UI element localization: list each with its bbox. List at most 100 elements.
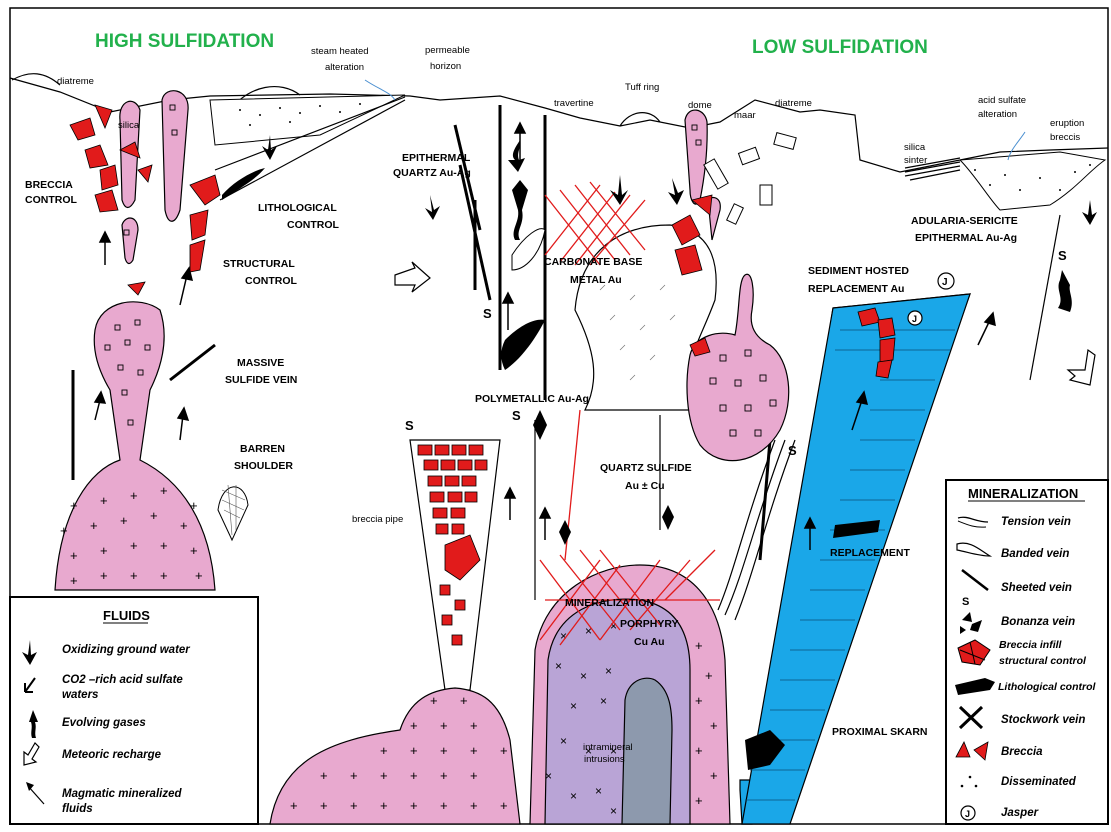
low-sulfidation-title: LOW SULFIDATION	[752, 37, 928, 58]
svg-text:+: +	[470, 718, 478, 733]
svg-text:+: +	[70, 548, 78, 563]
svg-text:+: +	[695, 793, 703, 808]
label-maar: maar	[734, 110, 756, 121]
breccia-control-fragments	[70, 105, 220, 295]
svg-text:+: +	[440, 798, 448, 813]
label-sediment-hosted: SEDIMENT HOSTED	[808, 265, 909, 277]
label-steam-heated: steam heated	[311, 46, 369, 57]
svg-text:EPITHERMAL Au-Ag: EPITHERMAL Au-Ag	[915, 232, 1017, 244]
label-intramineral: intramineral	[583, 742, 633, 753]
svg-text:S: S	[512, 408, 521, 423]
svg-text:×: ×	[545, 769, 552, 783]
svg-text:Stockwork vein: Stockwork vein	[1001, 714, 1085, 726]
label-proximal-skarn: PROXIMAL SKARN	[832, 726, 927, 738]
svg-text:S: S	[962, 596, 969, 608]
svg-text:+: +	[130, 488, 138, 503]
svg-text:+: +	[695, 743, 703, 758]
svg-text:horizon: horizon	[430, 61, 461, 72]
downward-fluid-arrows	[262, 135, 1097, 225]
high-sulfidation-title: HIGH SULFIDATION	[95, 31, 274, 52]
svg-text:+: +	[100, 493, 108, 508]
svg-text:+: +	[380, 798, 388, 813]
svg-text:+: +	[190, 498, 198, 513]
svg-text:S: S	[1058, 248, 1067, 263]
svg-text:J: J	[942, 277, 948, 288]
svg-text:Meteoric recharge: Meteoric recharge	[62, 749, 162, 761]
label-porphyry: PORPHYRY	[620, 618, 679, 630]
label-massive-sulfide: MASSIVE	[237, 357, 284, 369]
eruption-breccia-zone	[960, 152, 1105, 210]
svg-text:+: +	[350, 798, 358, 813]
svg-text:Breccia infill: Breccia infill	[999, 639, 1063, 651]
svg-text:+: +	[410, 798, 418, 813]
label-acid-sulfate: acid sulfate	[978, 95, 1026, 106]
lithological-lens-left	[222, 168, 265, 200]
svg-text:CONTROL: CONTROL	[245, 275, 297, 287]
center-lower-stock	[270, 688, 520, 824]
svg-text:+: +	[160, 568, 168, 583]
svg-text:+: +	[470, 798, 478, 813]
svg-text:waters: waters	[62, 689, 98, 701]
svg-text:breccis: breccis	[1050, 132, 1080, 143]
svg-text:+: +	[160, 483, 168, 498]
svg-text:Banded vein: Banded vein	[1001, 548, 1069, 560]
evolving-gas-arrow	[512, 180, 528, 240]
svg-text:intrusions: intrusions	[584, 754, 625, 765]
svg-text:+: +	[100, 543, 108, 558]
svg-text:+: +	[410, 768, 418, 783]
label-polymetallic: POLYMETALLIC Au-Ag	[475, 393, 589, 405]
svg-text:+: +	[695, 638, 703, 653]
label-lithological-control: LITHOLOGICAL	[258, 202, 337, 214]
svg-text:+: +	[120, 513, 128, 528]
mineralization-legend-title: MINERALIZATION	[968, 486, 1078, 501]
svg-text:+: +	[350, 768, 358, 783]
label-permeable: permeable	[425, 45, 470, 56]
svg-text:+: +	[440, 743, 448, 758]
label-tuff-ring: Tuff ring	[625, 82, 659, 93]
svg-text:×: ×	[610, 804, 617, 818]
svg-text:+: +	[500, 798, 508, 813]
svg-text:×: ×	[595, 784, 602, 798]
svg-text:Tension vein: Tension vein	[1001, 516, 1071, 528]
label-replacement: REPLACEMENT	[830, 547, 911, 559]
svg-text:+: +	[440, 718, 448, 733]
tuff-ring-outline	[620, 113, 660, 126]
jasper-icon: J	[961, 806, 975, 820]
svg-text:+: +	[710, 718, 718, 733]
svg-text:×: ×	[580, 669, 587, 683]
svg-text:alteration: alteration	[978, 109, 1017, 120]
svg-text:+: +	[60, 523, 68, 538]
label-travertine: travertine	[554, 98, 594, 109]
fluids-legend-title: FLUIDS	[103, 608, 150, 623]
svg-text:+: +	[460, 693, 468, 708]
bonanza-lens-3	[662, 505, 674, 530]
adularia-vein	[1030, 215, 1060, 380]
svg-text:structural control: structural control	[999, 655, 1087, 667]
label-mineralization-center: MINERALIZATION	[565, 597, 654, 609]
svg-text:+: +	[190, 543, 198, 558]
evolving-gas-arrow-right	[1058, 270, 1072, 312]
svg-text:J: J	[912, 314, 917, 324]
svg-text:S: S	[788, 443, 797, 458]
svg-text:×: ×	[600, 694, 607, 708]
svg-text:+: +	[500, 743, 508, 758]
svg-text:+: +	[380, 768, 388, 783]
svg-text:REPLACEMENT Au: REPLACEMENT Au	[808, 283, 904, 295]
mineralization-legend: MINERALIZATION Tension vein Banded vein …	[946, 480, 1108, 824]
svg-text:Disseminated: Disseminated	[1001, 776, 1077, 788]
label-breccia-pipe: breccia pipe	[352, 514, 403, 525]
svg-text:+: +	[195, 568, 203, 583]
svg-text:×: ×	[555, 659, 562, 673]
svg-text:+: +	[90, 518, 98, 533]
svg-text:Lithological control: Lithological control	[998, 681, 1096, 693]
svg-text:+: +	[410, 743, 418, 758]
svg-text:alteration: alteration	[325, 62, 364, 73]
svg-text:SHOULDER: SHOULDER	[234, 460, 293, 472]
diatreme-rim-left	[12, 74, 60, 85]
fluids-legend: FLUIDS Oxidizing ground water CO2 –rich …	[10, 597, 258, 824]
svg-text:SULFIDE VEIN: SULFIDE VEIN	[225, 374, 297, 386]
label-epithermal: EPITHERMAL	[402, 152, 471, 164]
svg-text:Magmatic mineralized: Magmatic mineralized	[62, 788, 182, 800]
svg-text:+: +	[70, 573, 78, 588]
